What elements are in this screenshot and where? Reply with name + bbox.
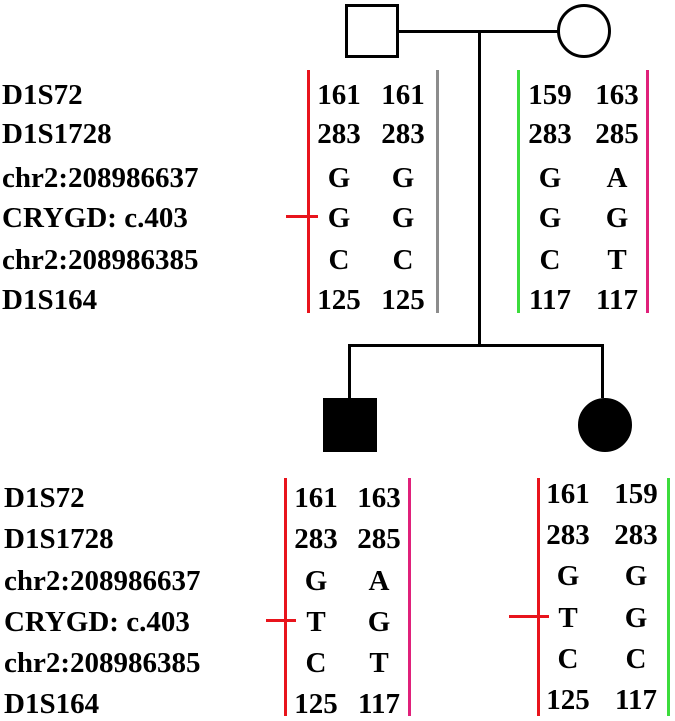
allele: C xyxy=(539,244,561,276)
father-symbol xyxy=(345,4,399,58)
allele: 161 xyxy=(381,79,425,111)
allele: 285 xyxy=(357,523,401,555)
allele: T xyxy=(369,647,389,679)
allele: G xyxy=(391,162,415,194)
allele: G xyxy=(538,202,562,234)
allele: 125 xyxy=(294,688,338,720)
mother-symbol xyxy=(557,4,611,58)
allele: G xyxy=(304,565,328,597)
allele: 161 xyxy=(317,79,361,111)
allele: C xyxy=(328,244,350,276)
allele: 117 xyxy=(596,284,638,316)
marker-label: D1S1728 xyxy=(4,523,114,555)
allele: G xyxy=(624,602,648,634)
mutation-marker xyxy=(286,215,318,218)
allele: T xyxy=(607,244,627,276)
descent-line xyxy=(478,30,481,347)
allele: T xyxy=(558,602,578,634)
marker-label: chr2:208986385 xyxy=(2,244,199,276)
allele: 117 xyxy=(358,688,400,720)
marker-label: chr2:208986385 xyxy=(4,647,201,679)
haplotype-bar-green xyxy=(517,70,520,313)
allele: G xyxy=(327,162,351,194)
allele: G xyxy=(391,202,415,234)
son-symbol-affected xyxy=(323,398,377,452)
allele: 125 xyxy=(381,284,425,316)
allele: G xyxy=(624,560,648,592)
haplotype-bar-gray xyxy=(436,70,439,313)
allele: 125 xyxy=(317,284,361,316)
allele: C xyxy=(305,647,327,679)
allele: 163 xyxy=(595,79,639,111)
marker-label: chr2:208986637 xyxy=(2,162,199,194)
allele: 161 xyxy=(294,482,338,514)
mutation-marker xyxy=(509,615,549,618)
allele: G xyxy=(327,202,351,234)
allele: 285 xyxy=(595,118,639,150)
allele: 125 xyxy=(546,684,590,716)
haplotype-bar-magenta xyxy=(408,478,411,716)
mutation-marker xyxy=(266,619,296,622)
allele: G xyxy=(556,560,580,592)
marker-label: D1S72 xyxy=(4,482,85,514)
allele: T xyxy=(306,606,326,638)
sibship-line xyxy=(348,344,604,347)
haplotype-bar-magenta xyxy=(646,70,649,313)
allele: 283 xyxy=(381,118,425,150)
marker-label: D1S1728 xyxy=(2,118,112,150)
allele: 283 xyxy=(614,519,658,551)
allele: G xyxy=(367,606,391,638)
haplotype-bar-red xyxy=(307,70,310,313)
marker-label: D1S164 xyxy=(2,284,98,316)
allele: 159 xyxy=(528,79,572,111)
allele: C xyxy=(557,643,579,675)
allele: 283 xyxy=(317,118,361,150)
allele: 117 xyxy=(529,284,571,316)
allele: 161 xyxy=(546,478,590,510)
allele: A xyxy=(368,565,390,597)
daughter-symbol-affected xyxy=(578,398,632,452)
allele: 163 xyxy=(357,482,401,514)
allele: 117 xyxy=(615,684,657,716)
allele: G xyxy=(605,202,629,234)
allele: G xyxy=(538,162,562,194)
allele: 283 xyxy=(528,118,572,150)
haplotype-bar-red xyxy=(537,478,540,716)
marker-label: D1S164 xyxy=(4,688,100,720)
marker-label: CRYGD: c.403 xyxy=(4,606,190,638)
haplotype-bar-red xyxy=(284,478,287,716)
allele: 283 xyxy=(294,523,338,555)
marker-label: CRYGD: c.403 xyxy=(2,202,188,234)
son-drop-line xyxy=(348,344,351,398)
allele: C xyxy=(625,643,647,675)
haplotype-bar-green xyxy=(667,478,670,716)
allele: 283 xyxy=(546,519,590,551)
daughter-drop-line xyxy=(601,344,604,398)
allele: C xyxy=(392,244,414,276)
marker-label: D1S72 xyxy=(2,79,83,111)
allele: A xyxy=(606,162,628,194)
marker-label: chr2:208986637 xyxy=(4,565,201,597)
allele: 159 xyxy=(614,478,658,510)
